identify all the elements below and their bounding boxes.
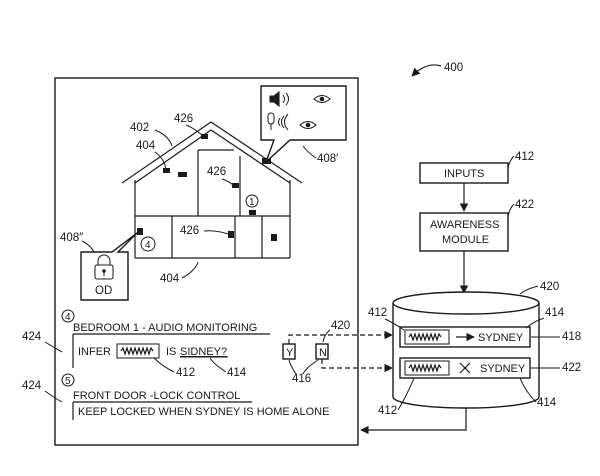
db-row-1-name: SYDNEY: [478, 332, 524, 344]
room-marker-1-label: 1: [249, 197, 255, 208]
rule-2-number: 5: [65, 376, 71, 387]
room-marker-4-label: 4: [145, 240, 151, 251]
ref-rooms-bottom: 404: [160, 273, 180, 285]
ref-rule-1-name: 414: [227, 367, 247, 379]
database-cylinder: [392, 291, 540, 409]
reject-x-icon: [459, 362, 471, 374]
yes-label: Y: [286, 347, 294, 359]
room-marker-1: [245, 194, 259, 208]
figure-number: 400: [444, 62, 463, 74]
awareness-line-1: AWARENESS: [430, 219, 499, 231]
rule-1-is: IS: [166, 346, 176, 358]
eye-icon-bottom: [299, 121, 317, 129]
figure-number-arrow: [411, 64, 442, 77]
rule-2-title: FRONT DOOR -LOCK CONTROL: [73, 390, 240, 402]
eye-icon-top: [313, 95, 331, 103]
ref-device-low: 426: [180, 225, 199, 237]
ref-rule-1: 424: [22, 331, 42, 343]
speaker-icon: [269, 90, 289, 108]
rule-1-waveform: [116, 343, 160, 359]
ref-awareness-module: 422: [515, 199, 534, 211]
ref-rule-1-waveform: 412: [176, 367, 195, 379]
ref-roof: 402: [130, 122, 149, 134]
ref-inputs: 412: [515, 151, 534, 163]
db-row-1-waveform: [404, 329, 450, 345]
lock-panel: [80, 232, 138, 301]
ref-rooms-top: 404: [136, 140, 156, 152]
ref-rule-2: 424: [22, 380, 42, 392]
ref-db-row-1-right: 418: [562, 331, 581, 343]
rule-1-number-box: [61, 309, 75, 323]
awareness-line-2: MODULE: [442, 234, 489, 246]
ref-yn: 416: [292, 373, 311, 385]
ref-device-top: 426: [174, 113, 193, 125]
ref-prompt: 420: [331, 320, 350, 332]
inputs-label: INPUTS: [444, 168, 484, 180]
ref-lock-panel: 408″: [60, 232, 83, 244]
ref-database: 420: [540, 281, 559, 293]
no-link: [321, 359, 393, 373]
house-floorplan: [121, 121, 303, 259]
room-marker-4-box: [140, 236, 156, 252]
ref-db-row-2-right: 422: [562, 362, 581, 374]
ref-db-row-2-bottom-left: 412: [378, 405, 397, 417]
return-path: [360, 408, 467, 435]
ref-db-row-2-bottom-right: 414: [537, 397, 557, 409]
rule-2-number-box: [61, 373, 75, 387]
rule-1-number: 4: [65, 312, 71, 323]
ref-db-row-1-left: 412: [368, 307, 387, 319]
awareness-module-box: [419, 212, 509, 252]
yes-link: [288, 330, 393, 344]
ref-device-mid: 426: [207, 166, 226, 178]
ref-db-row-1-name: 414: [545, 307, 565, 319]
rule-1-title: BEDROOM 1 - AUDIO MONITORING: [73, 322, 257, 334]
rule-1-infer: INFER: [78, 346, 111, 358]
db-row-2-waveform: [404, 360, 450, 376]
lock-icon: [94, 254, 114, 280]
no-label: N: [319, 347, 327, 359]
sensor-panel: [260, 85, 347, 163]
microphone-icon: [267, 112, 289, 131]
ref-sensor-panel: 408′: [317, 153, 338, 165]
lock-panel-label: OD: [95, 285, 112, 297]
db-row-2-name: SYDNEY: [480, 363, 526, 375]
rule-2-text: KEEP LOCKED WHEN SYDNEY IS HOME ALONE: [78, 406, 329, 418]
rule-1-name[interactable]: SIDNEY?: [180, 346, 227, 358]
